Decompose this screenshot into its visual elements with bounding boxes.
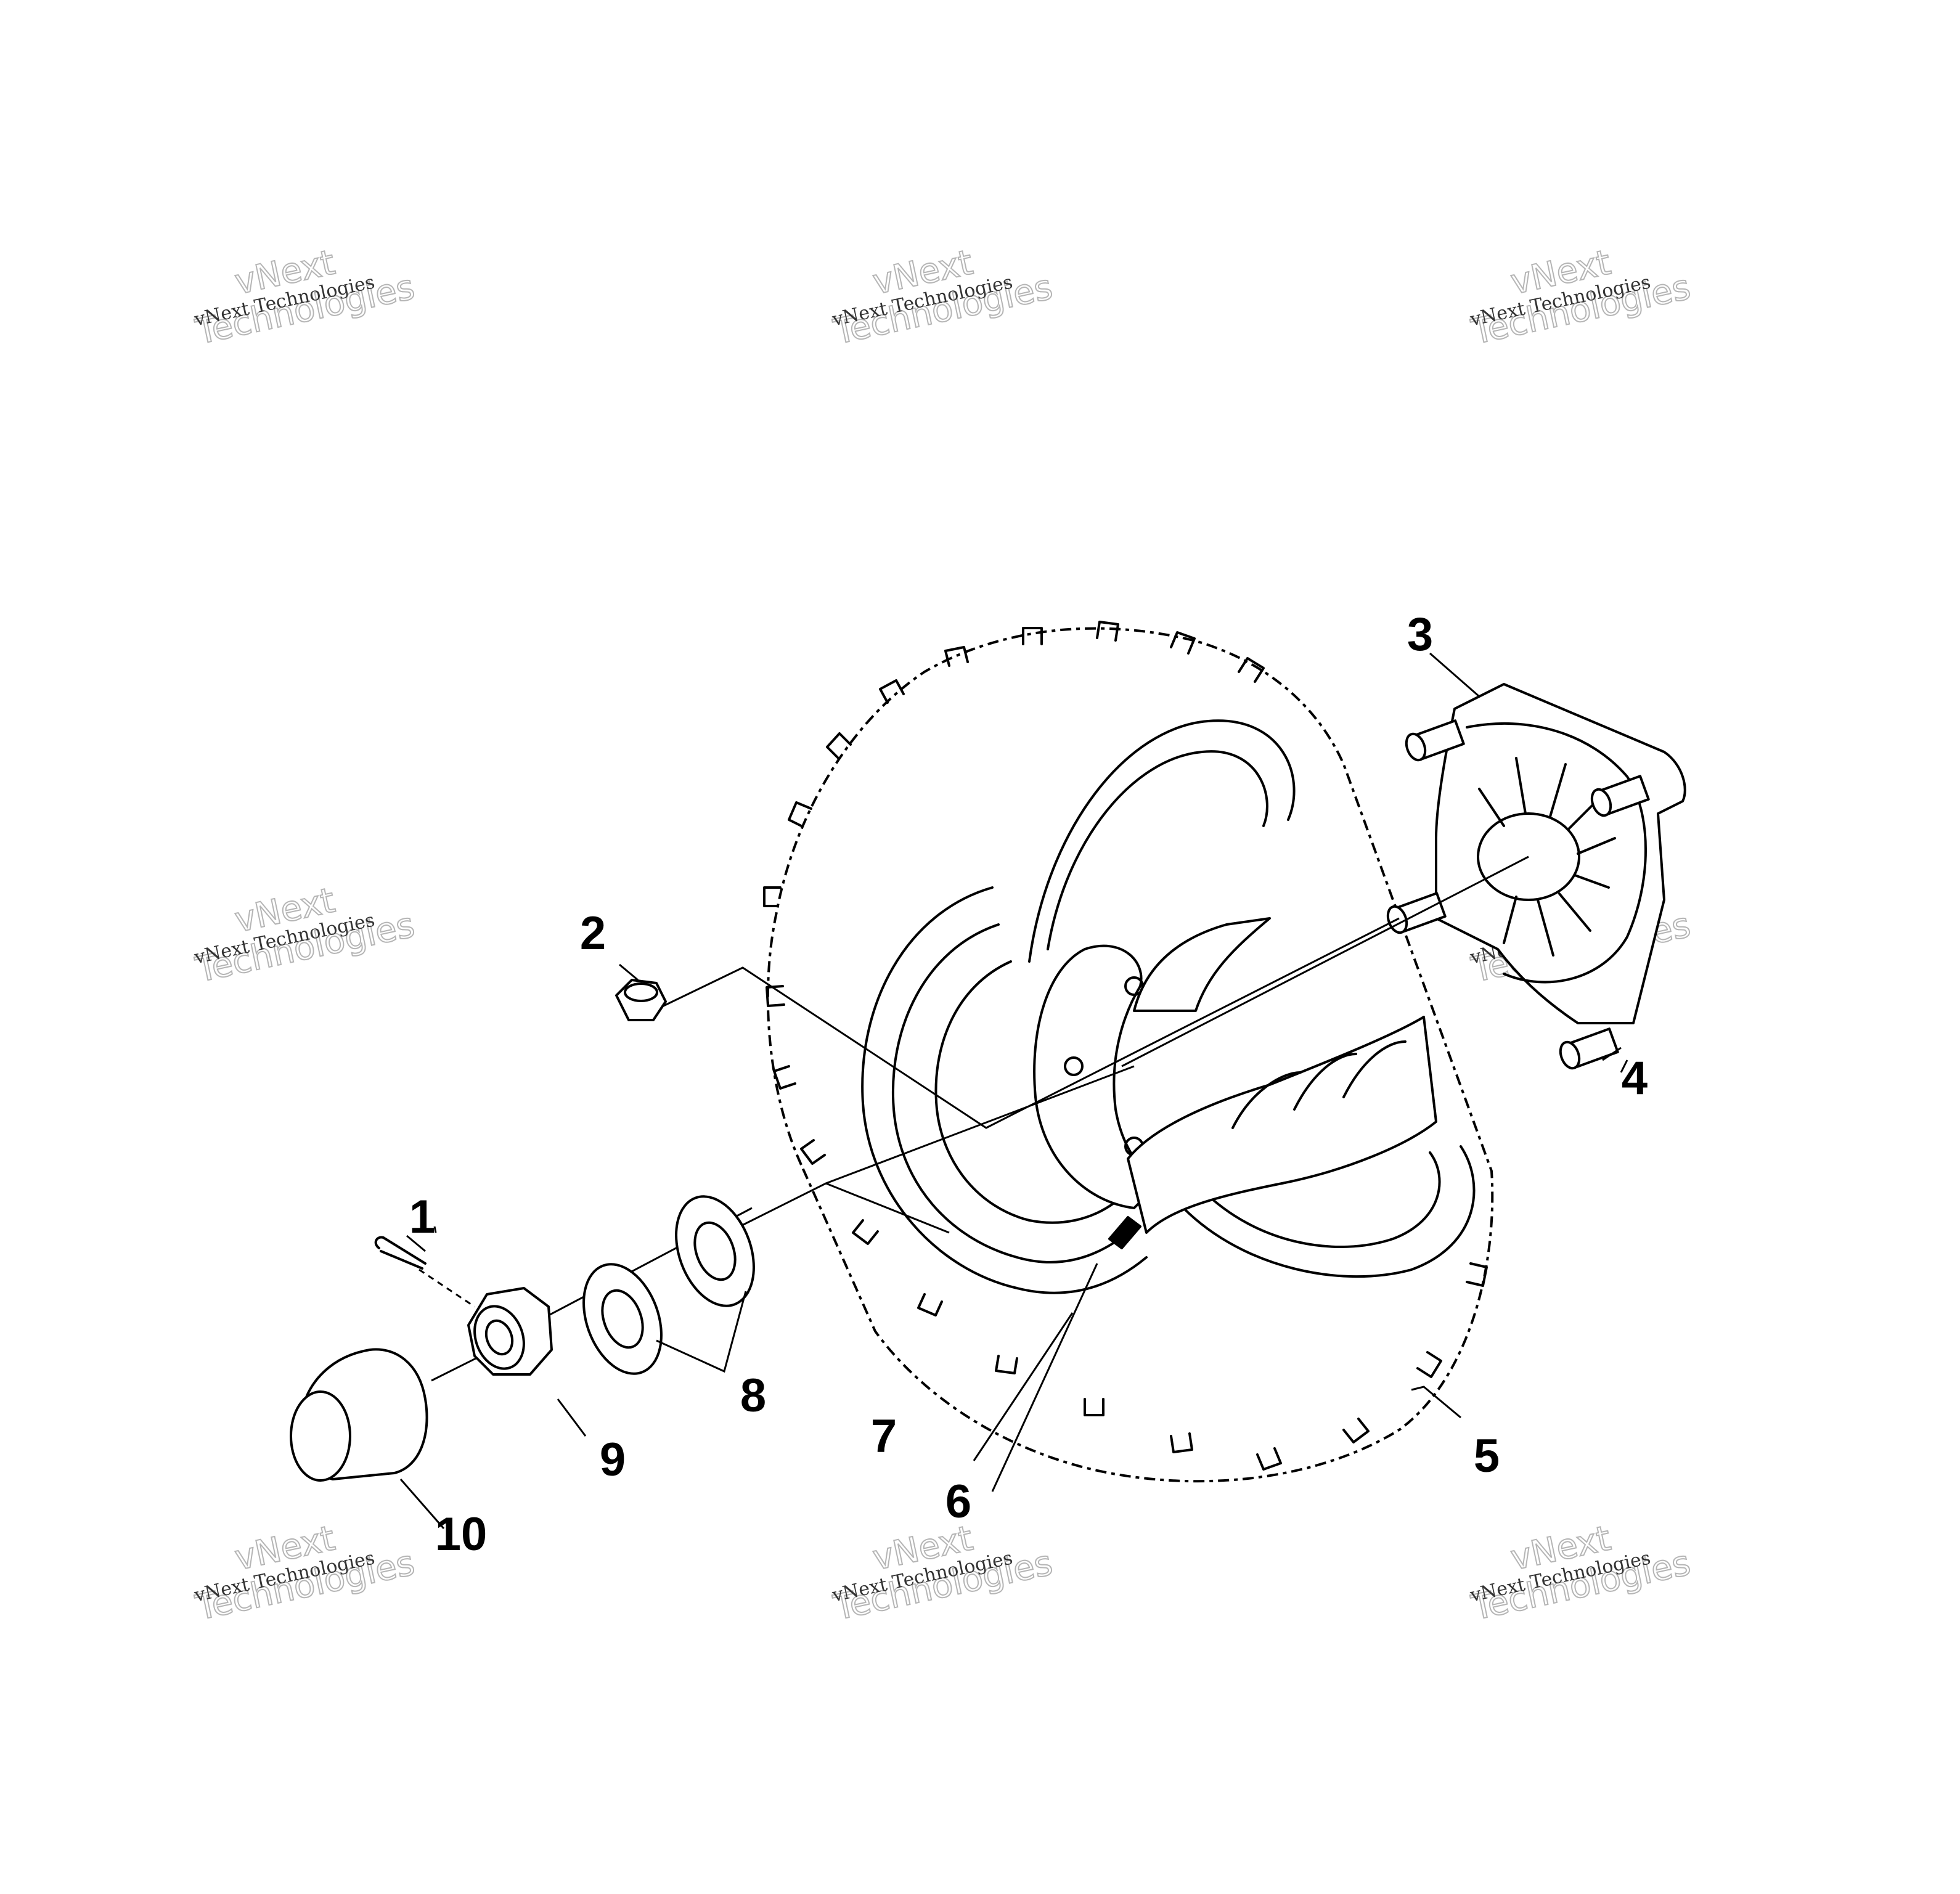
callout-8: 8 — [740, 1369, 766, 1422]
callout-3: 3 — [1407, 608, 1433, 661]
callout-5: 5 — [1474, 1430, 1500, 1482]
wheel-stud-top-left — [1405, 719, 1465, 762]
castle-nut — [467, 1287, 553, 1376]
rim — [861, 886, 1437, 1294]
cotter-pin — [374, 1236, 427, 1270]
callout-4: 4 — [1622, 1052, 1648, 1104]
callout-7: 7 — [871, 1410, 897, 1463]
callout-9: 9 — [600, 1434, 626, 1486]
leader-lines — [399, 652, 1628, 1529]
washer-inner — [675, 1195, 755, 1307]
callout-1: 1 — [409, 1191, 435, 1243]
callout-6: 6 — [945, 1476, 971, 1528]
callout-10: 10 — [435, 1508, 488, 1561]
washer-outer — [582, 1263, 663, 1375]
wheel-hub — [1386, 683, 1686, 1070]
wheel-stud-bottom — [1559, 1027, 1619, 1070]
wheel-stud-top-right — [1590, 775, 1650, 817]
dust-cap — [290, 1348, 428, 1482]
lug-nut — [615, 979, 667, 1021]
callout-2: 2 — [580, 907, 606, 960]
